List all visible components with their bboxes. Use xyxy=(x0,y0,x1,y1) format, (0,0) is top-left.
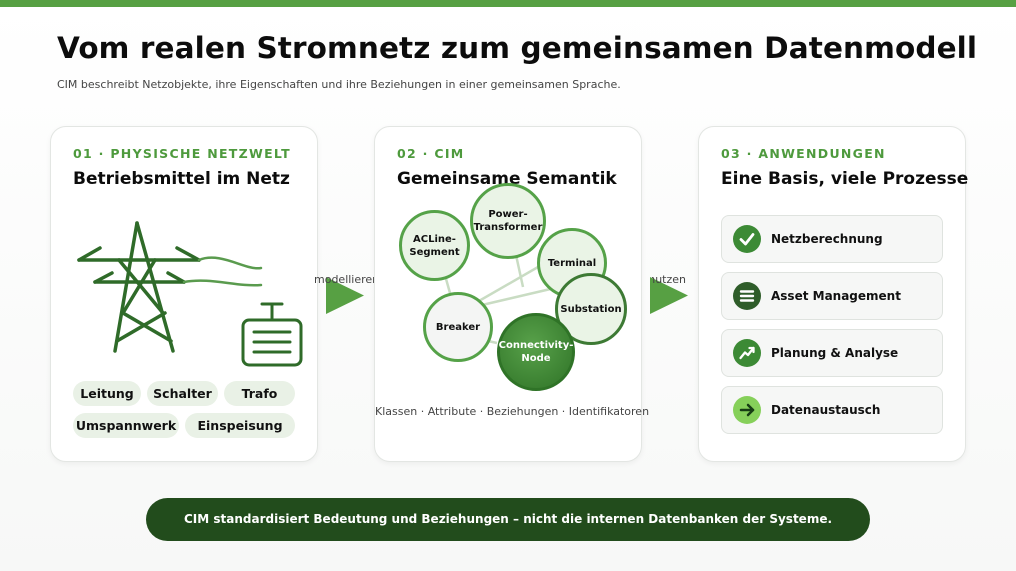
top-accent-bar xyxy=(0,0,1016,7)
chip-schalter: Schalter xyxy=(147,381,218,406)
page-subtitle: CIM beschreibt Netzobjekte, ihre Eigensc… xyxy=(57,78,621,91)
chip-trafo: Trafo xyxy=(224,381,295,406)
app-asset-management: Asset Management xyxy=(721,272,943,320)
node-power-transformer: Power- Transformer xyxy=(470,183,546,259)
node-acline-segment: ACLine- Segment xyxy=(399,210,470,281)
transformer-icon xyxy=(241,302,303,367)
chip-leitung: Leitung xyxy=(73,381,141,406)
chip-umspannwerk: Umspannwerk xyxy=(73,413,179,438)
panel-heading: Betriebsmittel im Netz xyxy=(73,169,290,189)
arrow-label-modellieren: modellieren xyxy=(314,273,380,286)
check-icon xyxy=(733,225,761,253)
node-breaker: Breaker xyxy=(423,292,493,362)
list-icon xyxy=(733,282,761,310)
panel-tag: 03 · ANWENDUNGEN xyxy=(721,146,886,161)
arrow-right-icon xyxy=(650,277,688,314)
panel-tag: 02 · CIM xyxy=(397,146,465,161)
arrow-right-icon xyxy=(733,396,761,424)
app-label: Planung & Analyse xyxy=(771,346,899,360)
cim-caption: Klassen · Attribute · Beziehungen · Iden… xyxy=(375,405,650,418)
arrow-right-icon xyxy=(326,277,364,314)
panel-cim: 02 · CIM Gemeinsame Semantik ACLine- Seg… xyxy=(374,126,650,462)
trend-up-icon xyxy=(733,339,761,367)
power-pylon-icon xyxy=(77,221,263,353)
app-datenaustausch: Datenaustausch xyxy=(721,386,943,434)
page-title: Vom realen Stromnetz zum gemeinsamen Dat… xyxy=(57,31,978,65)
node-connectivity-node: Connectivity- Node xyxy=(497,313,575,391)
panel-tag: 01 · PHYSISCHE NETZWELT xyxy=(73,146,291,161)
panel-heading: Gemeinsame Semantik xyxy=(397,169,617,189)
app-label: Netzberechnung xyxy=(771,232,883,246)
panel-physical-grid: 01 · PHYSISCHE NETZWELT Betriebsmittel i… xyxy=(50,126,318,462)
chip-einspeisung: Einspeisung xyxy=(185,413,295,438)
panel-applications: 03 · ANWENDUNGEN Eine Basis, viele Proze… xyxy=(698,126,969,462)
app-planung-analyse: Planung & Analyse xyxy=(721,329,943,377)
app-label: Datenaustausch xyxy=(771,403,881,417)
app-label: Asset Management xyxy=(771,289,901,303)
summary-banner: CIM standardisiert Bedeutung und Beziehu… xyxy=(146,498,870,541)
app-netzberechnung: Netzberechnung xyxy=(721,215,943,263)
panel-heading: Eine Basis, viele Prozesse xyxy=(721,169,969,189)
